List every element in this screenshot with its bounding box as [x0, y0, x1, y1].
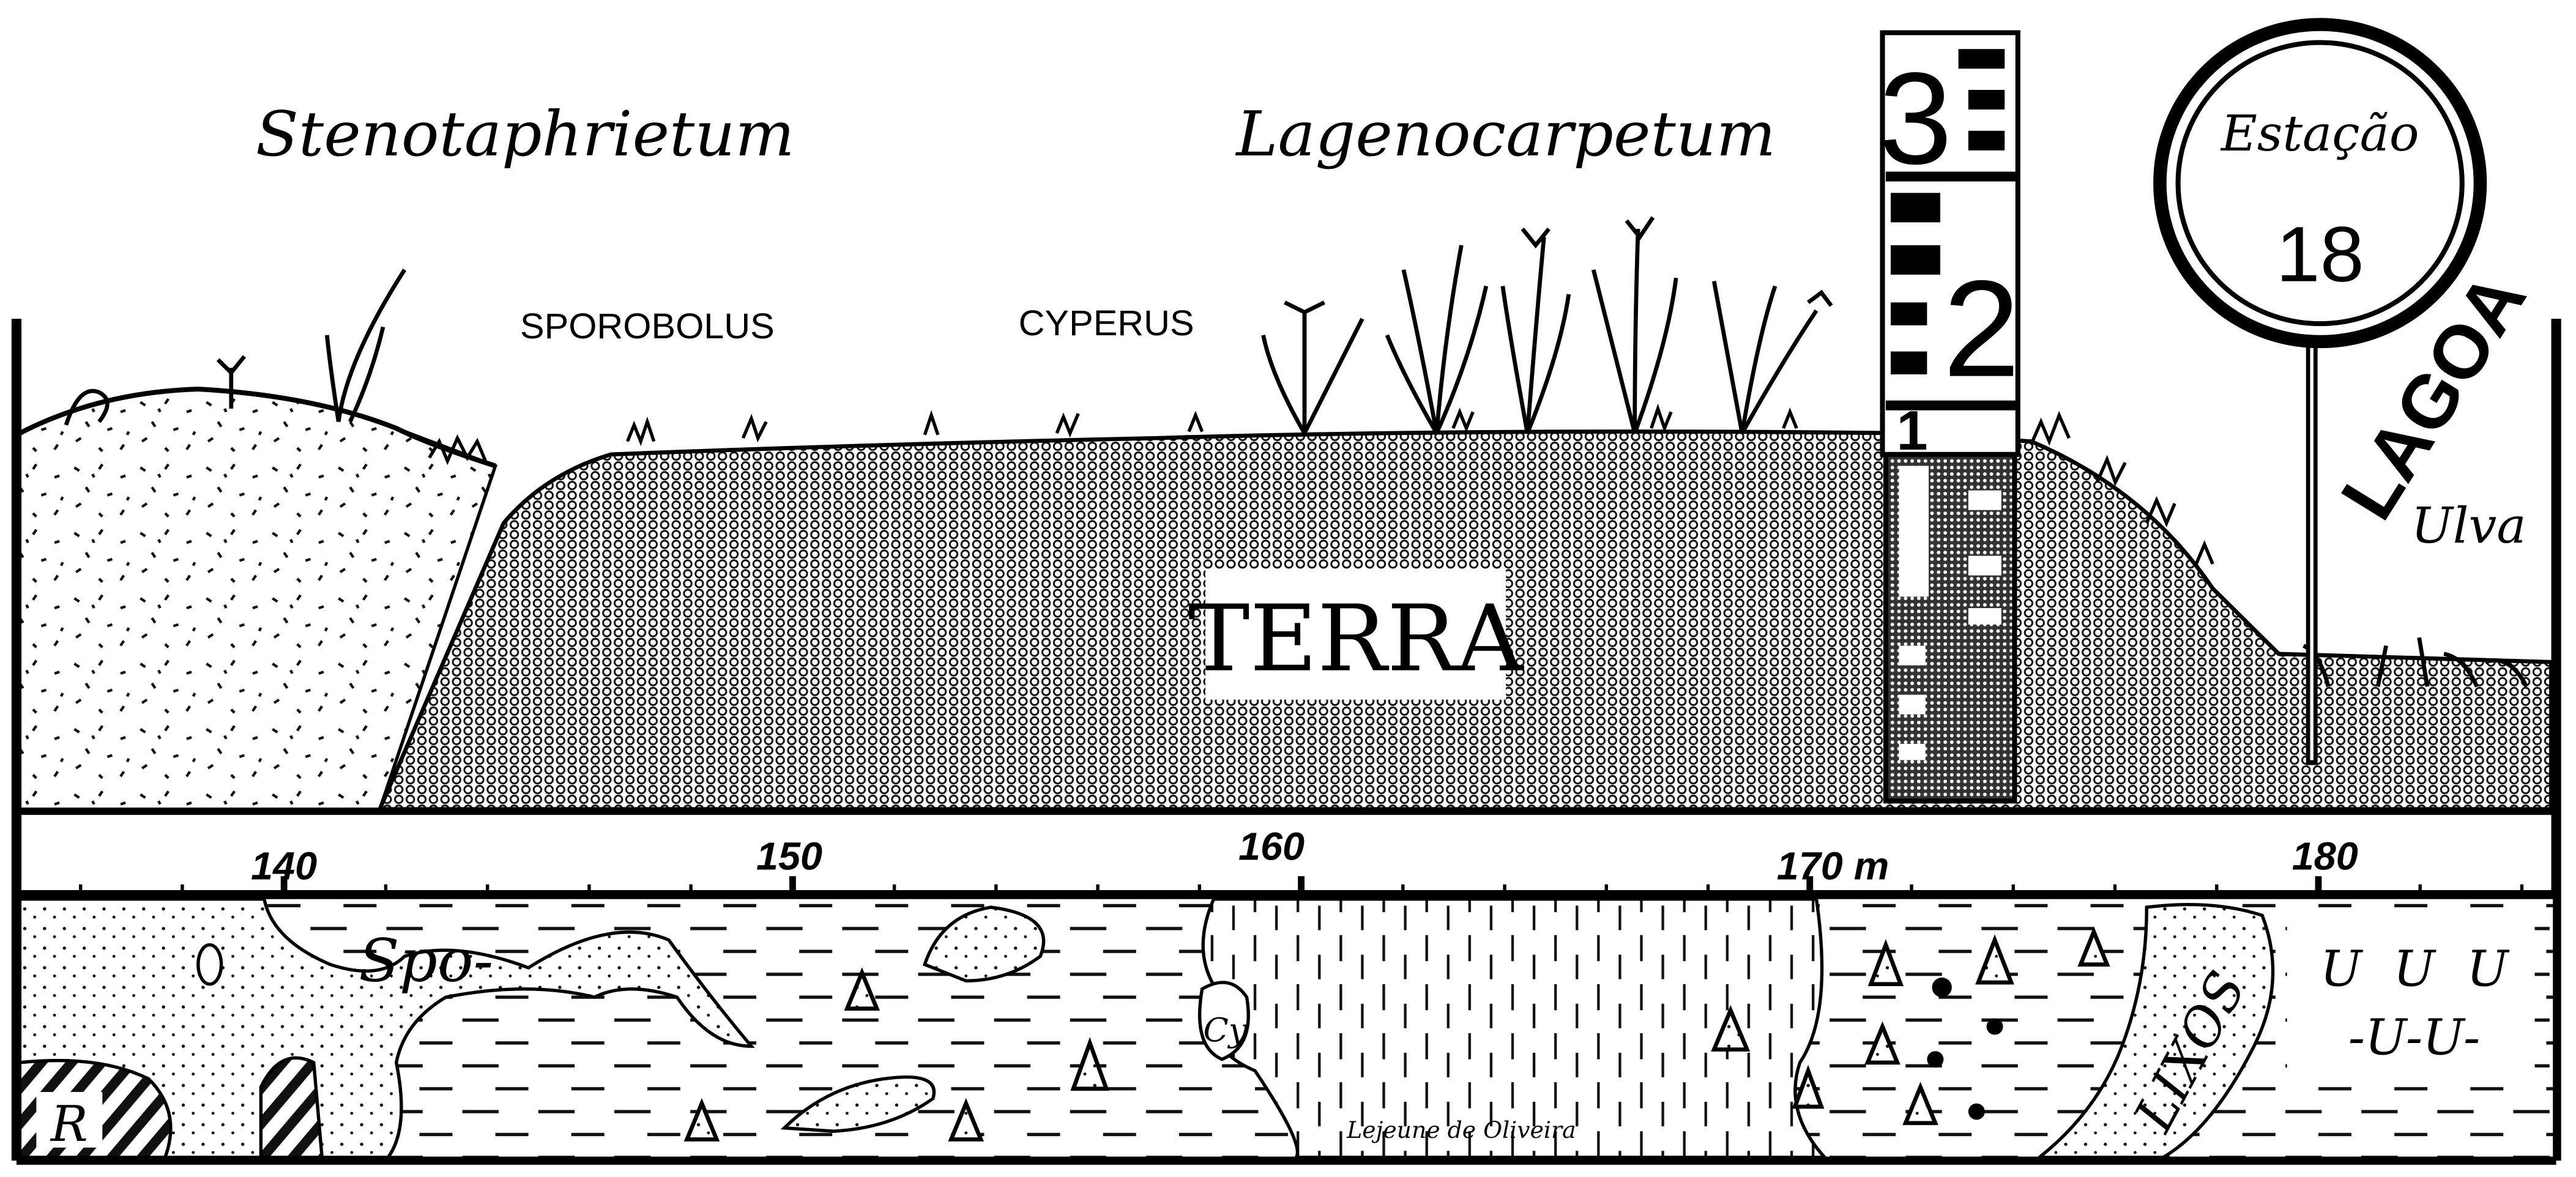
axis-tick-label: 140	[251, 844, 317, 888]
plant-left-label: SPOROBOLUS	[520, 306, 775, 346]
gauge-mark-2: 2	[1943, 252, 2020, 406]
station-number: 18	[2276, 210, 2364, 298]
gauge-mark-3: 3	[1878, 45, 1952, 191]
depth-gauge: 3 2 1	[1878, 32, 2020, 801]
station-word: Estação	[2220, 105, 2419, 162]
map-label-r: R	[50, 1096, 88, 1153]
map-small-loop	[198, 945, 221, 984]
axis-tick-label: 170 m	[1777, 844, 1889, 888]
map-label-spo: Spo-	[359, 926, 493, 995]
axis-tick-label: 150	[756, 834, 822, 878]
axis-tick-label: 180	[2292, 834, 2358, 878]
terra-label: TERRA	[1188, 585, 1525, 692]
map-label-u-row2: -U-U-	[2348, 1009, 2481, 1066]
gauge-mark-1: 1	[1897, 399, 1928, 461]
map-rock-post	[261, 1058, 322, 1157]
axis-tick-label: 160	[1238, 825, 1305, 869]
map-label-cy: Cy	[1204, 1011, 1248, 1049]
plant-mid-label: CYPERUS	[1019, 303, 1194, 343]
community-left-label: Stenotaphrietum	[256, 98, 795, 170]
map-label-u-row1: U U U	[2320, 940, 2511, 998]
author-signature: Lejeune de Oliveira	[1346, 1116, 1576, 1143]
community-right-label: Lagenocarpetum	[1235, 98, 1776, 170]
distance-axis: 140 150 160 170 m 180	[17, 812, 2556, 896]
vegetation-map: Spo- R Cy LIXOS U U U -U-U- Lejeune de O…	[17, 899, 2556, 1161]
alga-label: Ulva	[2411, 497, 2526, 555]
